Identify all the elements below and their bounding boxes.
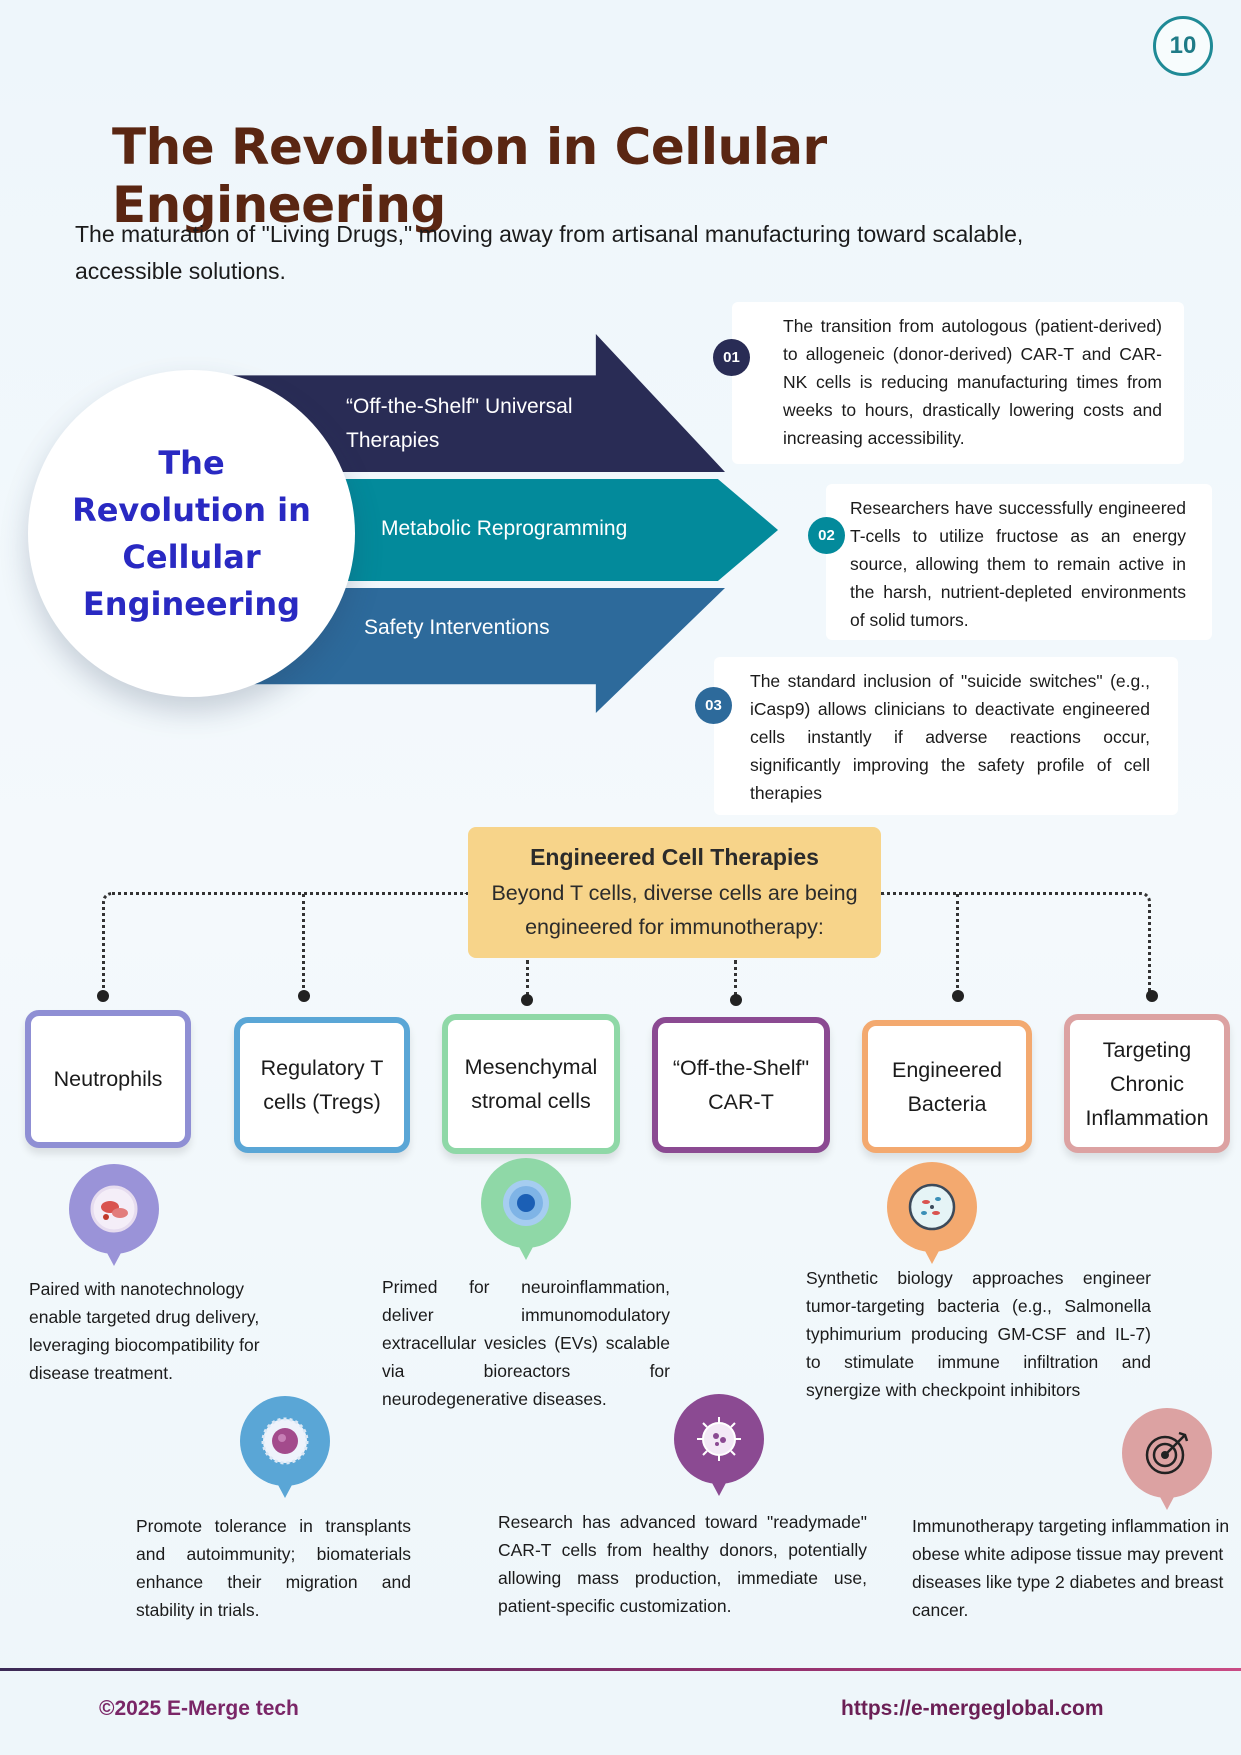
description-inflammation: Immunotherapy targeting inflammation in … <box>912 1516 1230 1620</box>
description-neutrophils: Paired with nanotechnology enable target… <box>29 1279 260 1383</box>
car-t-cell-icon <box>697 1417 741 1461</box>
callout-text: Researchers have successfully engineered… <box>850 498 1186 630</box>
cell-box-inflammation: Targeting Chronic Inflammation <box>1064 1014 1230 1153</box>
description-tregs: Promote tolerance in transplants and aut… <box>136 1516 411 1620</box>
footer-copyright: ©2025 E-Merge tech <box>99 1697 299 1720</box>
footer-divider <box>0 1668 1241 1671</box>
cell-label: Neutrophils <box>53 1067 163 1091</box>
callout-2: Researchers have successfully engineered… <box>826 484 1212 640</box>
cell-box-bacteria: Engineered Bacteria <box>862 1020 1032 1153</box>
connector-mid-1 <box>526 960 529 996</box>
connector-right-2 <box>956 894 959 994</box>
pin-treg <box>240 1396 330 1506</box>
callout-1: The transition from autologous (patient-… <box>732 302 1184 464</box>
page-number: 10 <box>1153 16 1213 76</box>
connector-dot <box>1146 990 1158 1002</box>
petri-dish-icon <box>908 1183 956 1231</box>
pin-car-t <box>674 1394 764 1504</box>
connector-dot <box>97 990 109 1002</box>
description-stromal: Primed for neuroinflammation, deliver im… <box>382 1277 670 1409</box>
cell-label: Regulatory T cells (Tregs) <box>260 1056 384 1114</box>
neutrophil-icon <box>90 1185 138 1233</box>
callout-text: The transition from autologous (patient-… <box>783 316 1162 448</box>
connector-dot <box>730 994 742 1006</box>
hero-circle: The Revolution in Cellular Engineering <box>28 370 355 697</box>
connector-mid-2 <box>734 960 737 996</box>
cell-label: Targeting Chronic Inflammation <box>1085 1037 1209 1130</box>
connector-left <box>102 892 468 994</box>
target-icon <box>1145 1431 1189 1475</box>
callout-text: The standard inclusion of "suicide switc… <box>750 671 1150 803</box>
description-car-t: Research has advanced toward "readymade"… <box>498 1512 867 1616</box>
callout-badge-3: 03 <box>695 687 732 724</box>
arrow-label: “Off-the-Shelf" Universal Therapies <box>346 395 573 452</box>
callout-3: The standard inclusion of "suicide switc… <box>714 657 1178 815</box>
pin-stromal <box>481 1158 571 1268</box>
arrow-label: Safety Interventions <box>364 616 550 639</box>
treg-cell-icon <box>261 1417 309 1465</box>
hero-circle-title: The Revolution in Cellular Engineering <box>72 443 311 623</box>
pin-bacteria <box>887 1162 977 1272</box>
pin-neutrophil <box>69 1164 159 1274</box>
cell-label: “Off-the-Shelf" CAR-T <box>672 1056 810 1114</box>
cell-box-stromal: Mesenchymal stromal cells <box>442 1014 620 1154</box>
callout-badge-1: 01 <box>713 339 750 376</box>
page-subtitle: The maturation of "Living Drugs," moving… <box>75 221 1024 284</box>
cell-box-car-t: “Off-the-Shelf" CAR-T <box>652 1017 830 1153</box>
page-title: The Revolution in Cellular Engineering <box>112 118 827 234</box>
arrow-label: Metabolic Reprogramming <box>381 517 628 540</box>
engineered-therapies-box: Engineered Cell Therapies Beyond T cells… <box>468 827 881 958</box>
connector-dot <box>521 994 533 1006</box>
footer-url-link[interactable]: https://e-mergeglobal.com <box>841 1697 1104 1720</box>
connector-right <box>881 892 1151 994</box>
stromal-cell-icon <box>503 1180 549 1226</box>
center-description: Beyond T cells, diverse cells are being … <box>491 881 858 939</box>
pin-target <box>1122 1408 1212 1518</box>
connector-dot <box>952 990 964 1002</box>
cell-label: Engineered Bacteria <box>892 1057 1002 1116</box>
cell-box-tregs: Regulatory T cells (Tregs) <box>234 1017 410 1153</box>
connector-left-2 <box>302 894 305 994</box>
cell-box-neutrophils: Neutrophils <box>25 1010 191 1148</box>
connector-dot <box>298 990 310 1002</box>
description-bacteria: Synthetic biology approaches engineer tu… <box>806 1268 1151 1400</box>
cell-label: Mesenchymal stromal cells <box>464 1055 598 1113</box>
callout-badge-2: 02 <box>808 517 845 554</box>
center-heading: Engineered Cell Therapies <box>530 844 819 870</box>
